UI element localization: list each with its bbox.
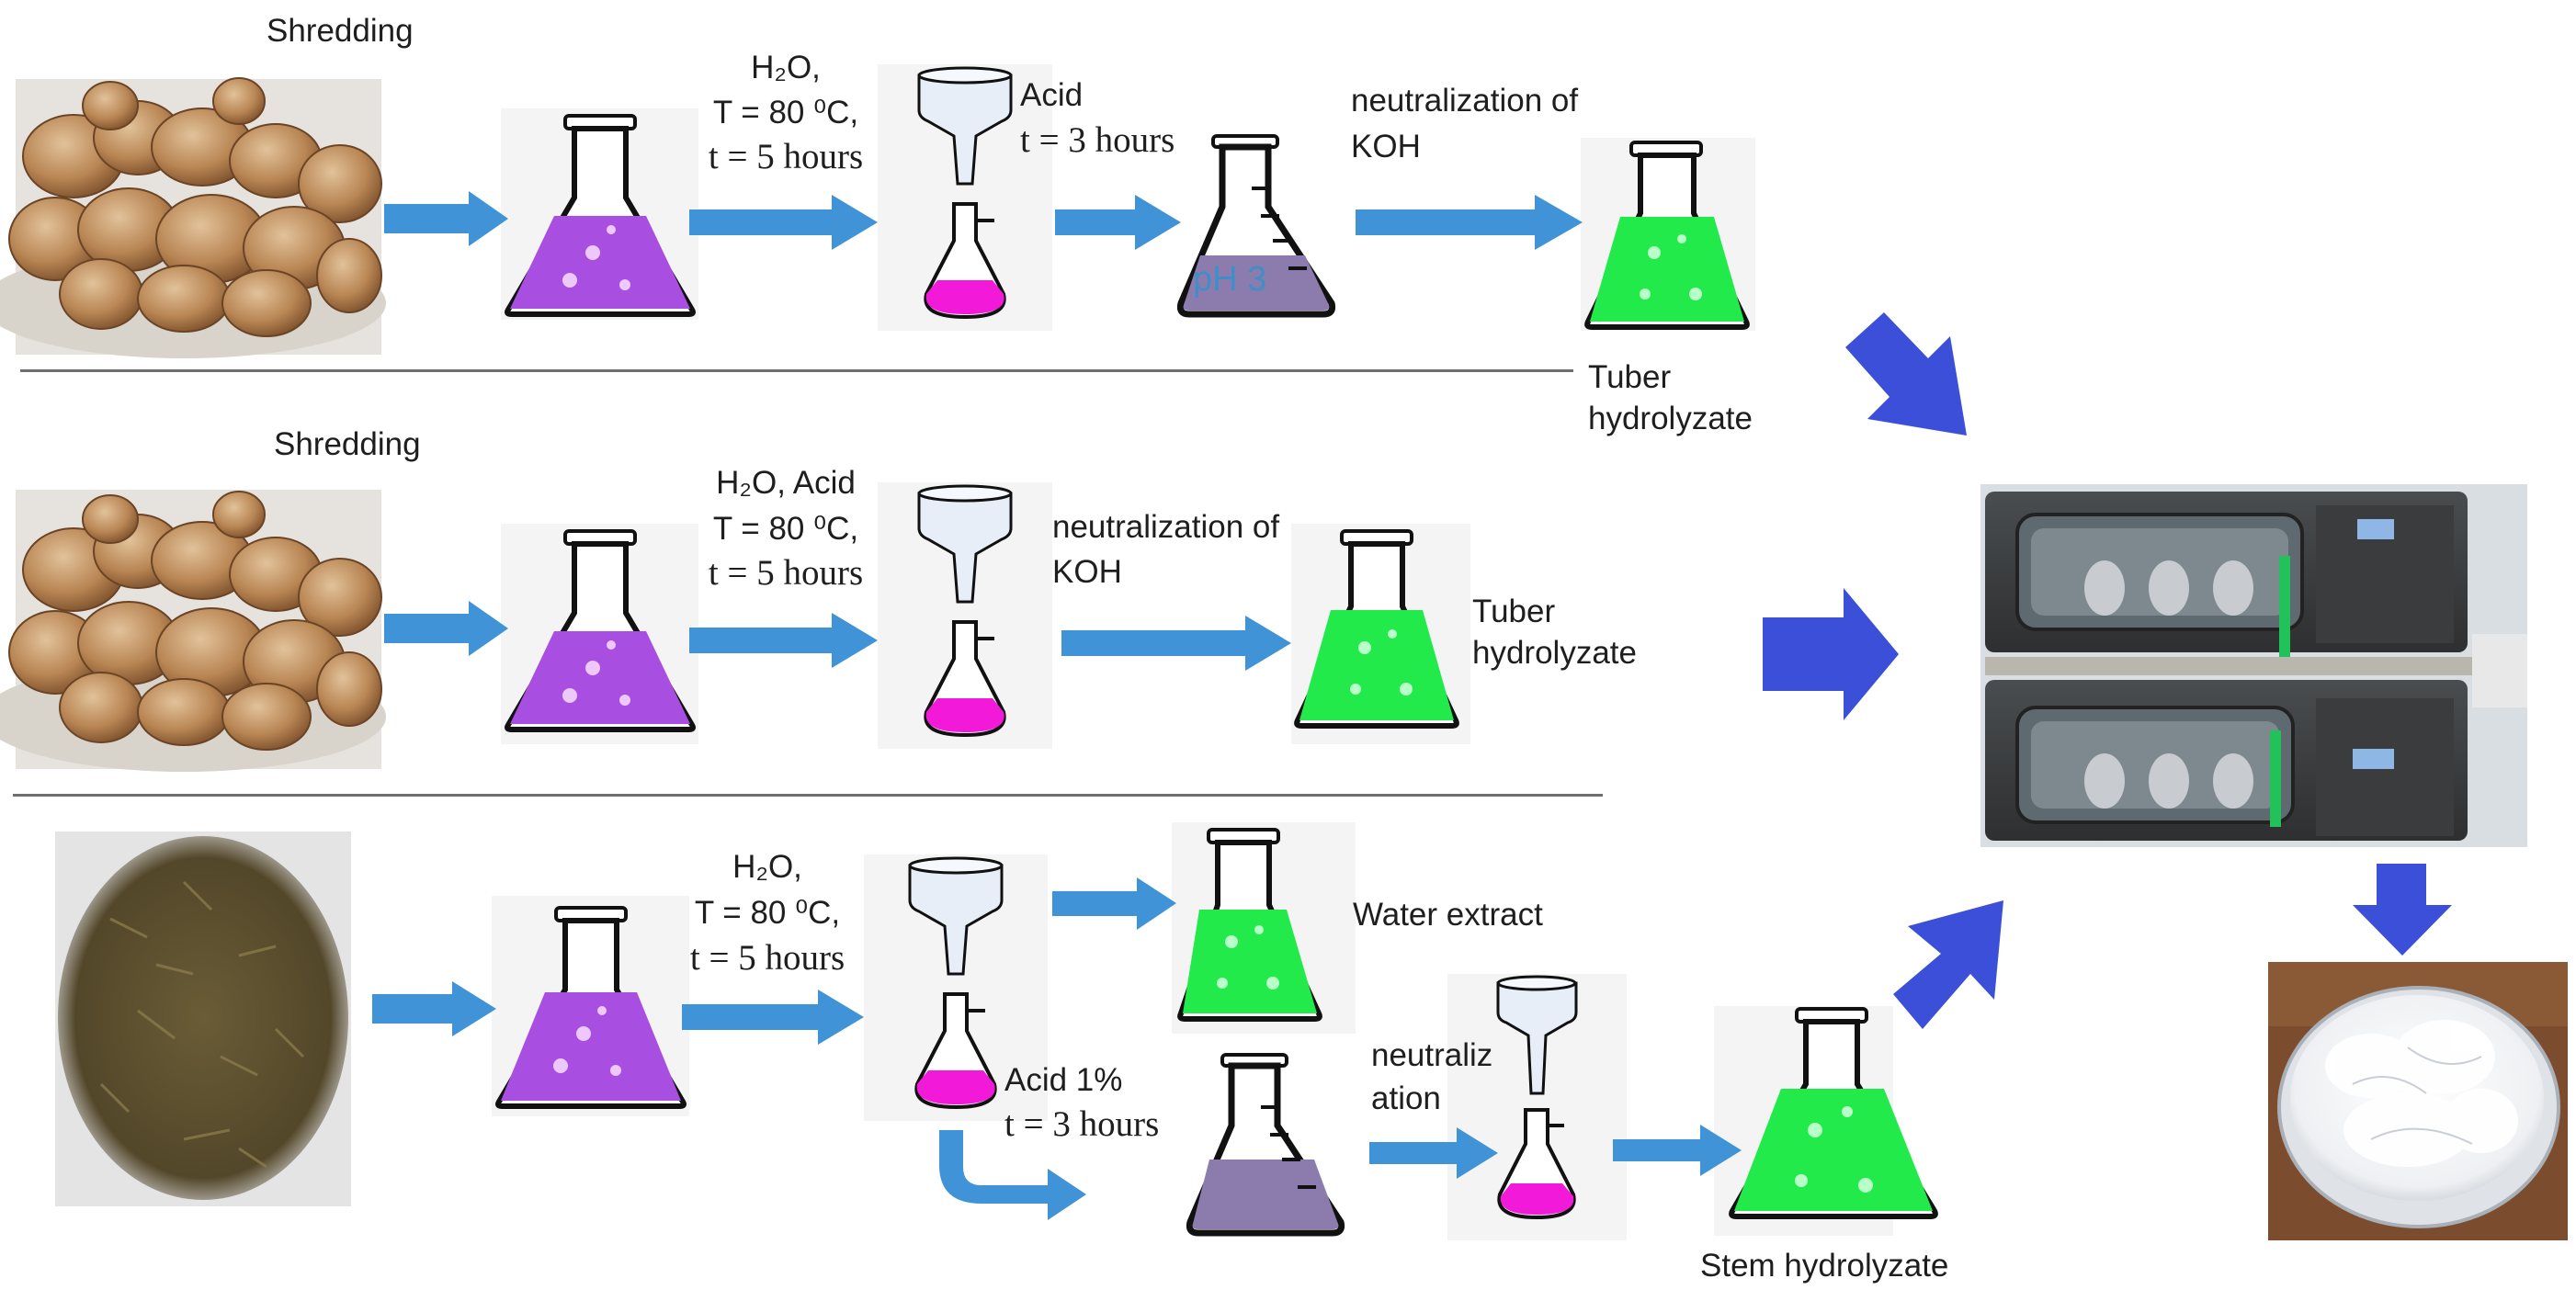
row-divider bbox=[20, 369, 1573, 372]
step1-conditions-line2: T = 80 ⁰C, bbox=[712, 95, 859, 130]
tuber-photo-row2 bbox=[0, 490, 386, 772]
acid-time-row1: t = 3 hours bbox=[1020, 120, 1175, 160]
incubator-shaker-photo bbox=[1980, 484, 2527, 847]
step1-conditions-row3-line1: H₂O, bbox=[732, 849, 802, 885]
step1-conditions-row3-line2: T = 80 ⁰C, bbox=[694, 895, 841, 931]
white-product-photo bbox=[2268, 962, 2568, 1240]
water-extract-label: Water extract bbox=[1353, 897, 1543, 933]
filter-flask-icon bbox=[924, 202, 1006, 320]
ph-label: pH 3 bbox=[1193, 260, 1267, 299]
tuber-photo-row1 bbox=[0, 77, 386, 358]
erlenmeyer-flask-icon bbox=[1729, 1007, 1938, 1219]
step1-conditions-row2-line1: H₂O, Acid bbox=[716, 465, 856, 501]
neutralization-label-row3-line2: ation bbox=[1371, 1080, 1441, 1116]
filter-funnel-icon bbox=[1496, 975, 1578, 1095]
step1-conditions-line1: H₂O, bbox=[751, 50, 821, 85]
erlenmeyer-flask-icon bbox=[495, 906, 687, 1109]
tuber-hydrolyzate-label-row1-line1: Tuber bbox=[1588, 359, 1672, 395]
step1-conditions-row2-line2: T = 80 ⁰C, bbox=[712, 511, 859, 547]
stem-hydrolyzate-label: Stem hydrolyzate bbox=[1700, 1248, 1949, 1284]
stem-photo bbox=[55, 832, 351, 1206]
row-divider bbox=[13, 794, 1603, 797]
erlenmeyer-flask-icon bbox=[505, 114, 696, 317]
neutralization-label-row1-line1: neutralization of bbox=[1351, 83, 1579, 119]
filter-flask-icon bbox=[1497, 1108, 1576, 1220]
tuber-hydrolyzate-label-row2-line1: Tuber bbox=[1472, 594, 1556, 629]
neutralization-label-row2-line2: KOH bbox=[1052, 554, 1122, 590]
tuber-hydrolyzate-label-row2-line2: hydrolyzate bbox=[1472, 635, 1637, 671]
acid-label-row1: Acid bbox=[1020, 77, 1084, 113]
filter-flask-icon bbox=[914, 992, 997, 1110]
filter-funnel-icon bbox=[908, 856, 1004, 976]
acid-label-row3: Acid 1% bbox=[1004, 1062, 1123, 1098]
step1-conditions-row3-line3: t = 5 hours bbox=[689, 938, 845, 978]
filter-funnel-icon bbox=[917, 66, 1013, 186]
step1-conditions-row2-line3: t = 5 hours bbox=[708, 553, 864, 593]
erlenmeyer-flask-icon bbox=[1584, 141, 1750, 330]
erlenmeyer-flask-icon bbox=[505, 529, 696, 732]
collection-arrows bbox=[1763, 312, 2452, 1029]
acid-time-row3: t = 3 hours bbox=[1004, 1104, 1160, 1144]
graduated-flask-icon bbox=[1186, 1053, 1345, 1237]
filter-flask-icon bbox=[924, 620, 1006, 738]
filter-funnel-icon bbox=[917, 484, 1013, 604]
step1-conditions-line3: t = 5 hours bbox=[708, 137, 864, 176]
neutralization-label-row1-line2: KOH bbox=[1351, 129, 1421, 164]
process-arrows bbox=[372, 191, 1742, 1220]
graduated-flask-icon bbox=[1176, 134, 1336, 318]
shredding-label-row1: Shredding bbox=[267, 13, 414, 49]
erlenmeyer-flask-icon bbox=[1177, 828, 1322, 1022]
erlenmeyer-flask-icon bbox=[1294, 529, 1459, 729]
neutralization-label-row2-line1: neutralization of bbox=[1052, 509, 1280, 545]
tuber-hydrolyzate-label-row1-line2: hydrolyzate bbox=[1588, 401, 1753, 436]
neutralization-label-row3-line1: neutraliz bbox=[1371, 1037, 1493, 1073]
shredding-label-row2: Shredding bbox=[274, 426, 421, 462]
